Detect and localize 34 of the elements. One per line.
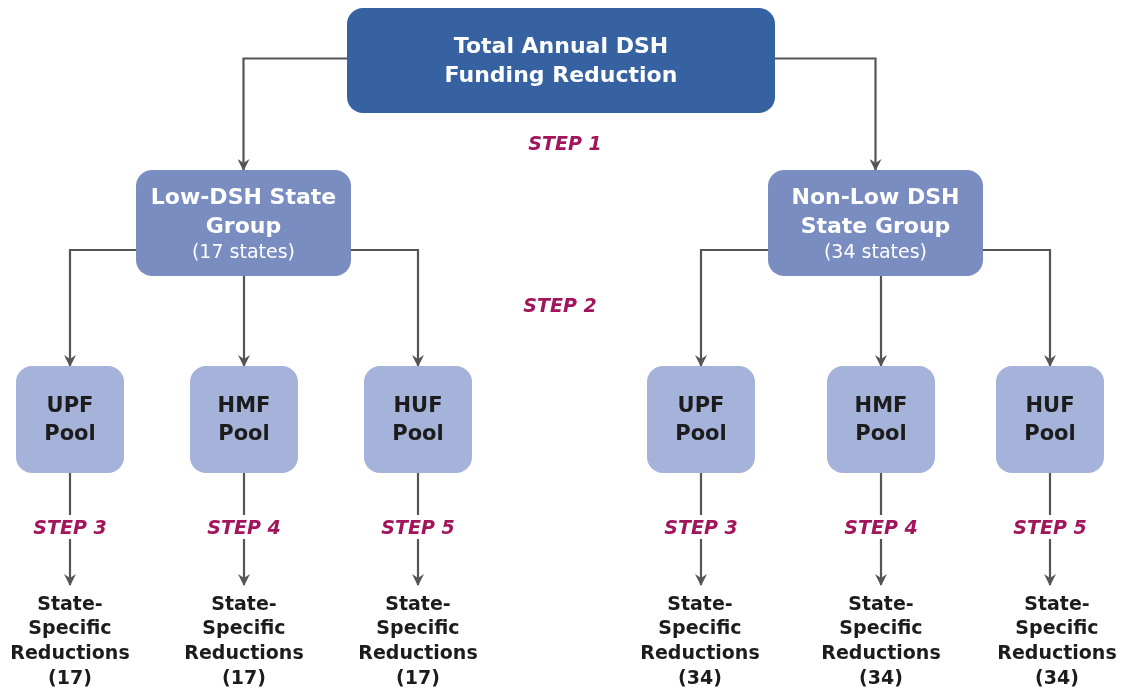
arrow xyxy=(237,57,347,171)
result-text: State-Specific Reductions (17) xyxy=(356,585,480,695)
group-box xyxy=(768,170,983,276)
box-title: Low-DSH State Group xyxy=(149,183,338,240)
group-box xyxy=(136,170,351,276)
box-title: HMF Pool xyxy=(853,392,909,447)
result-text: State-Specific Reductions (34) xyxy=(638,585,762,695)
box-subtitle: (34 states) xyxy=(823,240,928,263)
box-title: UPF Pool xyxy=(43,392,97,447)
arrow xyxy=(64,248,136,367)
box-title: Non-Low DSH State Group xyxy=(790,183,961,240)
pool-box xyxy=(190,366,298,473)
box-title: Total Annual DSH Funding Reduction xyxy=(443,31,679,89)
pool-box xyxy=(827,366,935,473)
arrow xyxy=(351,248,424,367)
box-subtitle: (17 states) xyxy=(191,240,296,263)
result-text: State-Specific Reductions (34) xyxy=(819,585,943,695)
pool-box xyxy=(364,366,472,473)
result-text: State-Specific Reductions (17) xyxy=(182,585,306,695)
arrow xyxy=(983,248,1056,367)
box-title: UPF Pool xyxy=(674,392,728,447)
pool-box xyxy=(647,366,755,473)
box-title: HUF Pool xyxy=(1023,392,1077,447)
arrow xyxy=(238,276,250,367)
arrow xyxy=(775,57,882,171)
pool-box xyxy=(996,366,1104,473)
box-title: HMF Pool xyxy=(216,392,272,447)
box-title: HUF Pool xyxy=(391,392,445,447)
result-text: State-Specific Reductions (34) xyxy=(995,585,1119,695)
arrow xyxy=(875,276,887,367)
result-text: State-Specific Reductions (17) xyxy=(8,585,132,695)
pool-box xyxy=(16,366,124,473)
arrow xyxy=(695,248,768,367)
root-box xyxy=(347,8,775,113)
